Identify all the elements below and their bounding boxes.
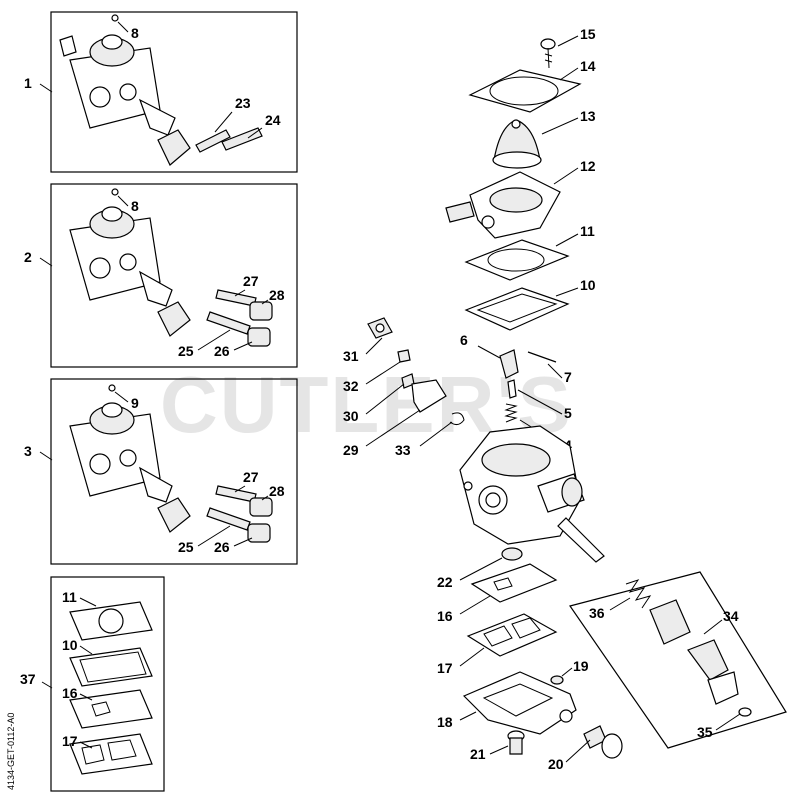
- callout-17: 17: [437, 660, 453, 676]
- adjust-needle-27: [215, 289, 257, 307]
- gasket-10: [464, 287, 570, 331]
- screw-21: [507, 730, 525, 755]
- part-31: [367, 317, 393, 339]
- callout-25: 25: [178, 539, 194, 555]
- carburetor-body: [459, 425, 605, 563]
- callout-2: 2: [24, 249, 32, 265]
- part-19: [550, 675, 564, 685]
- callout-6: 6: [460, 332, 468, 348]
- panel-carburetor-2: [50, 183, 298, 368]
- diaphragm-11: [464, 239, 570, 281]
- callout-33: 33: [395, 442, 411, 458]
- carburetor-assembly-3: [69, 402, 191, 533]
- carburetor-assembly-1: [59, 34, 191, 166]
- callout-28: 28: [269, 483, 285, 499]
- lever-6: [499, 349, 519, 379]
- callout-9: 9: [131, 395, 139, 411]
- callout-19: 19: [573, 658, 589, 674]
- callout-11: 11: [62, 589, 77, 605]
- cover-18: [462, 671, 577, 735]
- callout-26: 26: [214, 343, 230, 359]
- screw-15: [540, 38, 556, 69]
- callout-26: 26: [214, 539, 230, 555]
- callout-24: 24: [265, 112, 281, 128]
- adjust-screw-24: [221, 127, 263, 151]
- pin-7: [527, 351, 557, 363]
- callout-27: 27: [243, 469, 259, 485]
- adjust-needle-25b: [206, 507, 251, 531]
- callout-13: 13: [580, 108, 596, 124]
- callout-8: 8: [131, 25, 139, 41]
- limiter-cap-28: [249, 301, 273, 321]
- callout-37: 37: [20, 671, 36, 687]
- callout-28: 28: [269, 287, 285, 303]
- callout-14: 14: [580, 58, 596, 74]
- gasket-17: [466, 613, 558, 657]
- panel-gasket-kit: [50, 576, 165, 792]
- diagram-code: 4134-GET-0112-A0: [6, 713, 16, 790]
- callout-22: 22: [437, 574, 453, 590]
- callout-12: 12: [580, 158, 596, 174]
- gasket-10-kit: [69, 647, 153, 687]
- limiter-cap-28b: [249, 497, 273, 517]
- purge-bulb-13: [492, 119, 542, 169]
- callout-7: 7: [564, 369, 572, 385]
- callout-32: 32: [343, 378, 359, 394]
- pump-piston-34: [649, 599, 691, 645]
- callout-11: 11: [580, 223, 595, 239]
- callout-17: 17: [62, 733, 78, 749]
- adjust-needle-25: [206, 311, 251, 335]
- spring-4: [504, 403, 518, 423]
- callout-27: 27: [243, 273, 259, 289]
- callout-31: 31: [343, 348, 359, 364]
- callout-18: 18: [437, 714, 453, 730]
- callout-20: 20: [548, 756, 564, 772]
- callout-30: 30: [343, 408, 359, 424]
- callout-23: 23: [235, 95, 251, 111]
- limiter-cap-26b: [247, 523, 271, 543]
- panel-pump-assembly: [569, 571, 787, 749]
- callout-35: 35: [697, 724, 713, 740]
- callout-8: 8: [131, 198, 139, 214]
- callout-34: 34: [723, 608, 739, 624]
- pump-lever-34: [687, 639, 739, 705]
- carburetor-assembly-2: [69, 206, 191, 337]
- diaphragm-16: [470, 563, 558, 603]
- limiter-cap-26: [247, 327, 271, 347]
- callout-16: 16: [62, 685, 78, 701]
- adjust-needle-27b: [215, 485, 257, 503]
- callout-36: 36: [589, 605, 605, 621]
- gasket-11-kit: [69, 601, 153, 641]
- cover-14: [468, 69, 582, 113]
- callout-21: 21: [470, 746, 486, 762]
- callout-3: 3: [24, 443, 32, 459]
- callout-5: 5: [564, 405, 572, 421]
- screw-35: [738, 707, 752, 717]
- callout-15: 15: [580, 26, 596, 42]
- gasket-17-kit: [69, 733, 153, 775]
- part-32: [397, 349, 411, 363]
- adjust-screw-20: [583, 725, 623, 759]
- adjust-screw-23: [195, 129, 231, 153]
- callout-10: 10: [62, 637, 78, 653]
- callout-16: 16: [437, 608, 453, 624]
- panel-carburetor-3: [50, 378, 298, 565]
- callout-10: 10: [580, 277, 596, 293]
- spring-36: [625, 579, 652, 609]
- callout-25: 25: [178, 343, 194, 359]
- callout-1: 1: [24, 75, 32, 91]
- panel-carburetor-1: [50, 11, 298, 173]
- needle-5: [507, 379, 517, 399]
- clip-33: [449, 412, 465, 426]
- callout-29: 29: [343, 442, 359, 458]
- pump-housing-12: [445, 171, 561, 239]
- screen-22: [501, 547, 523, 561]
